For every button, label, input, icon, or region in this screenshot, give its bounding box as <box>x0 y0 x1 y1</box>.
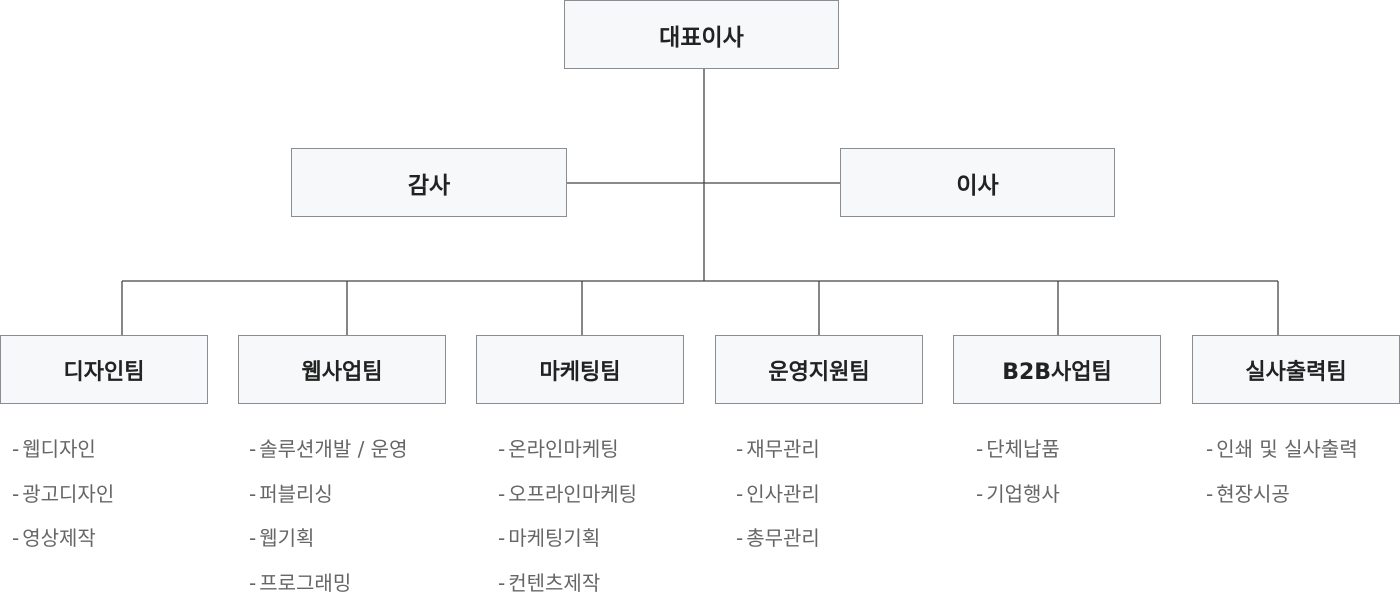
duty-label: 퍼블리싱 <box>259 482 333 506</box>
duty-item: -마케팅기획 <box>498 524 637 569</box>
team-label: 웹사업팀 <box>302 354 383 386</box>
duty-item: -오프라인마케팅 <box>498 480 637 525</box>
duty-label: 온라인마케팅 <box>508 437 618 461</box>
ceo-label: 대표이사 <box>659 18 744 52</box>
duty-dash: - <box>249 482 256 506</box>
duty-label: 웹디자인 <box>22 437 96 461</box>
team-label: B2B사업팀 <box>1002 354 1112 386</box>
team-box-web-business: 웹사업팀 <box>238 335 446 404</box>
duty-item: -총무관리 <box>736 524 820 569</box>
duty-label: 프로그래밍 <box>259 571 351 595</box>
duty-item: -기업행사 <box>976 480 1060 525</box>
duty-label: 총무관리 <box>746 526 820 550</box>
duty-dash: - <box>12 437 19 461</box>
duty-label: 인쇄 및 실사출력 <box>1216 437 1358 461</box>
duty-list-print-output: -인쇄 및 실사출력 -현장시공 <box>1206 435 1358 524</box>
duty-label: 컨텐츠제작 <box>508 571 600 595</box>
connector-lines <box>0 0 1400 594</box>
duty-dash: - <box>1206 437 1213 461</box>
duty-list-operations-support: -재무관리 -인사관리 -총무관리 <box>736 435 820 569</box>
duty-item: -현장시공 <box>1206 480 1358 525</box>
duty-dash: - <box>736 526 743 550</box>
duty-dash: - <box>249 571 256 595</box>
team-box-design: 디자인팀 <box>0 335 208 404</box>
duty-dash: - <box>1206 482 1213 506</box>
duty-label: 영상제작 <box>22 526 96 550</box>
duty-label: 웹기획 <box>259 526 314 550</box>
team-box-marketing: 마케팅팀 <box>476 335 684 404</box>
duty-item: -재무관리 <box>736 435 820 480</box>
duty-list-web-business: -솔루션개발 / 운영 -퍼블리싱 -웹기획 -프로그래밍 <box>249 435 407 613</box>
duty-item: -웹디자인 <box>12 435 114 480</box>
duty-dash: - <box>12 482 19 506</box>
duty-dash: - <box>736 437 743 461</box>
duty-label: 재무관리 <box>746 437 820 461</box>
duty-item: -영상제작 <box>12 524 114 569</box>
duty-list-b2b-business: -단체납품 -기업행사 <box>976 435 1060 524</box>
duty-dash: - <box>736 482 743 506</box>
auditor-box: 감사 <box>291 148 567 217</box>
duty-item: -컨텐츠제작 <box>498 569 637 613</box>
duty-dash: - <box>249 526 256 550</box>
duty-dash: - <box>498 571 505 595</box>
duty-label: 오프라인마케팅 <box>508 482 637 506</box>
duty-dash: - <box>498 526 505 550</box>
duty-label: 기업행사 <box>986 482 1060 506</box>
duty-item: -웹기획 <box>249 524 407 569</box>
duty-dash: - <box>12 526 19 550</box>
duty-item: -단체납품 <box>976 435 1060 480</box>
duty-label: 마케팅기획 <box>508 526 600 550</box>
director-label: 이사 <box>956 166 998 200</box>
duty-list-marketing: -온라인마케팅 -오프라인마케팅 -마케팅기획 -컨텐츠제작 <box>498 435 637 613</box>
team-label: 마케팅팀 <box>540 354 621 386</box>
director-box: 이사 <box>840 148 1115 217</box>
duty-item: -온라인마케팅 <box>498 435 637 480</box>
team-label: 실사출력팀 <box>1245 354 1346 386</box>
duty-item: -퍼블리싱 <box>249 480 407 525</box>
team-box-operations-support: 운영지원팀 <box>715 335 923 404</box>
duty-dash: - <box>976 437 983 461</box>
ceo-box: 대표이사 <box>564 0 839 69</box>
duty-label: 현장시공 <box>1216 482 1290 506</box>
duty-dash: - <box>976 482 983 506</box>
org-chart: 대표이사 감사 이사 디자인팀 -웹디자인 -광고디자인 -영상제작 웹사업팀 … <box>0 0 1400 594</box>
duty-item: -인쇄 및 실사출력 <box>1206 435 1358 480</box>
duty-dash: - <box>498 437 505 461</box>
team-label: 디자인팀 <box>64 354 145 386</box>
duty-label: 단체납품 <box>986 437 1060 461</box>
duty-label: 인사관리 <box>746 482 820 506</box>
duty-dash: - <box>498 482 505 506</box>
duty-item: -인사관리 <box>736 480 820 525</box>
duty-item: -광고디자인 <box>12 480 114 525</box>
duty-list-design: -웹디자인 -광고디자인 -영상제작 <box>12 435 114 569</box>
duty-label: 솔루션개발 / 운영 <box>259 437 407 461</box>
duty-label: 광고디자인 <box>22 482 114 506</box>
team-box-print-output: 실사출력팀 <box>1192 335 1400 404</box>
duty-dash: - <box>249 437 256 461</box>
team-label: 운영지원팀 <box>768 354 869 386</box>
duty-item: -솔루션개발 / 운영 <box>249 435 407 480</box>
team-box-b2b-business: B2B사업팀 <box>953 335 1161 404</box>
auditor-label: 감사 <box>408 166 450 200</box>
duty-item: -프로그래밍 <box>249 569 407 613</box>
